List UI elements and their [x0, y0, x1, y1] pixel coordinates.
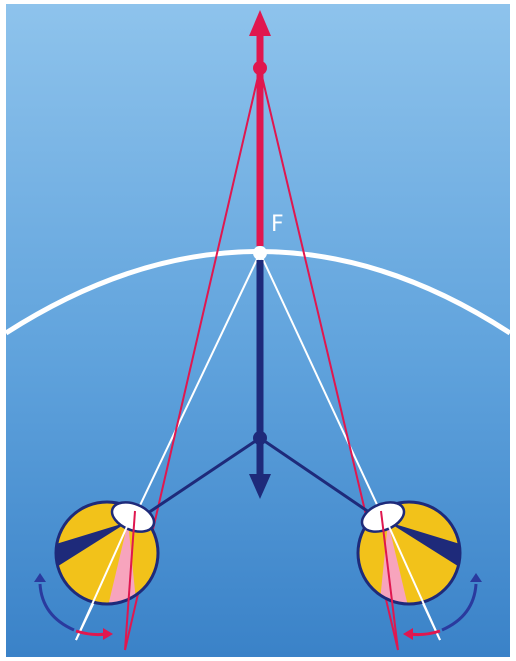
near-point	[253, 431, 267, 445]
fixation-label: F	[271, 214, 284, 236]
fixation-point	[253, 246, 267, 260]
far-point	[253, 61, 267, 75]
